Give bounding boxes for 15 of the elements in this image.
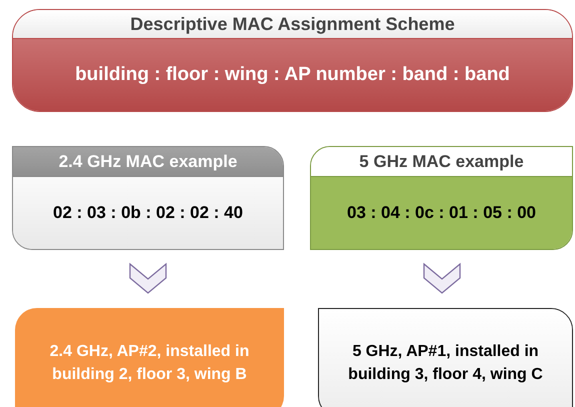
description: 5 GHz, AP#1, installed in building 3, floor 4, wing C [347,342,544,385]
example-card [310,146,573,250]
heading: 5 GHz MAC example [359,152,524,172]
description: 2.4 GHz, AP#2, installed in building 2, floor 3, wing B [48,342,250,385]
scheme-panel [12,9,573,112]
mac-address: 03 : 04 : 0c : 01 : 05 : 00 [347,202,536,224]
mac-address: 02 : 03 : 0b : 02 : 02 : 40 [53,202,243,224]
chevron-arrow [423,262,461,294]
result-card [15,308,284,407]
heading: 2.4 GHz MAC example [58,152,238,172]
result-card [318,308,573,407]
example-card [12,146,284,250]
heading: Descriptive MAC Assignment Scheme [130,14,455,34]
field-format: building : floor : wing : AP number : band : band [75,63,510,88]
chevron-arrow [129,262,167,294]
